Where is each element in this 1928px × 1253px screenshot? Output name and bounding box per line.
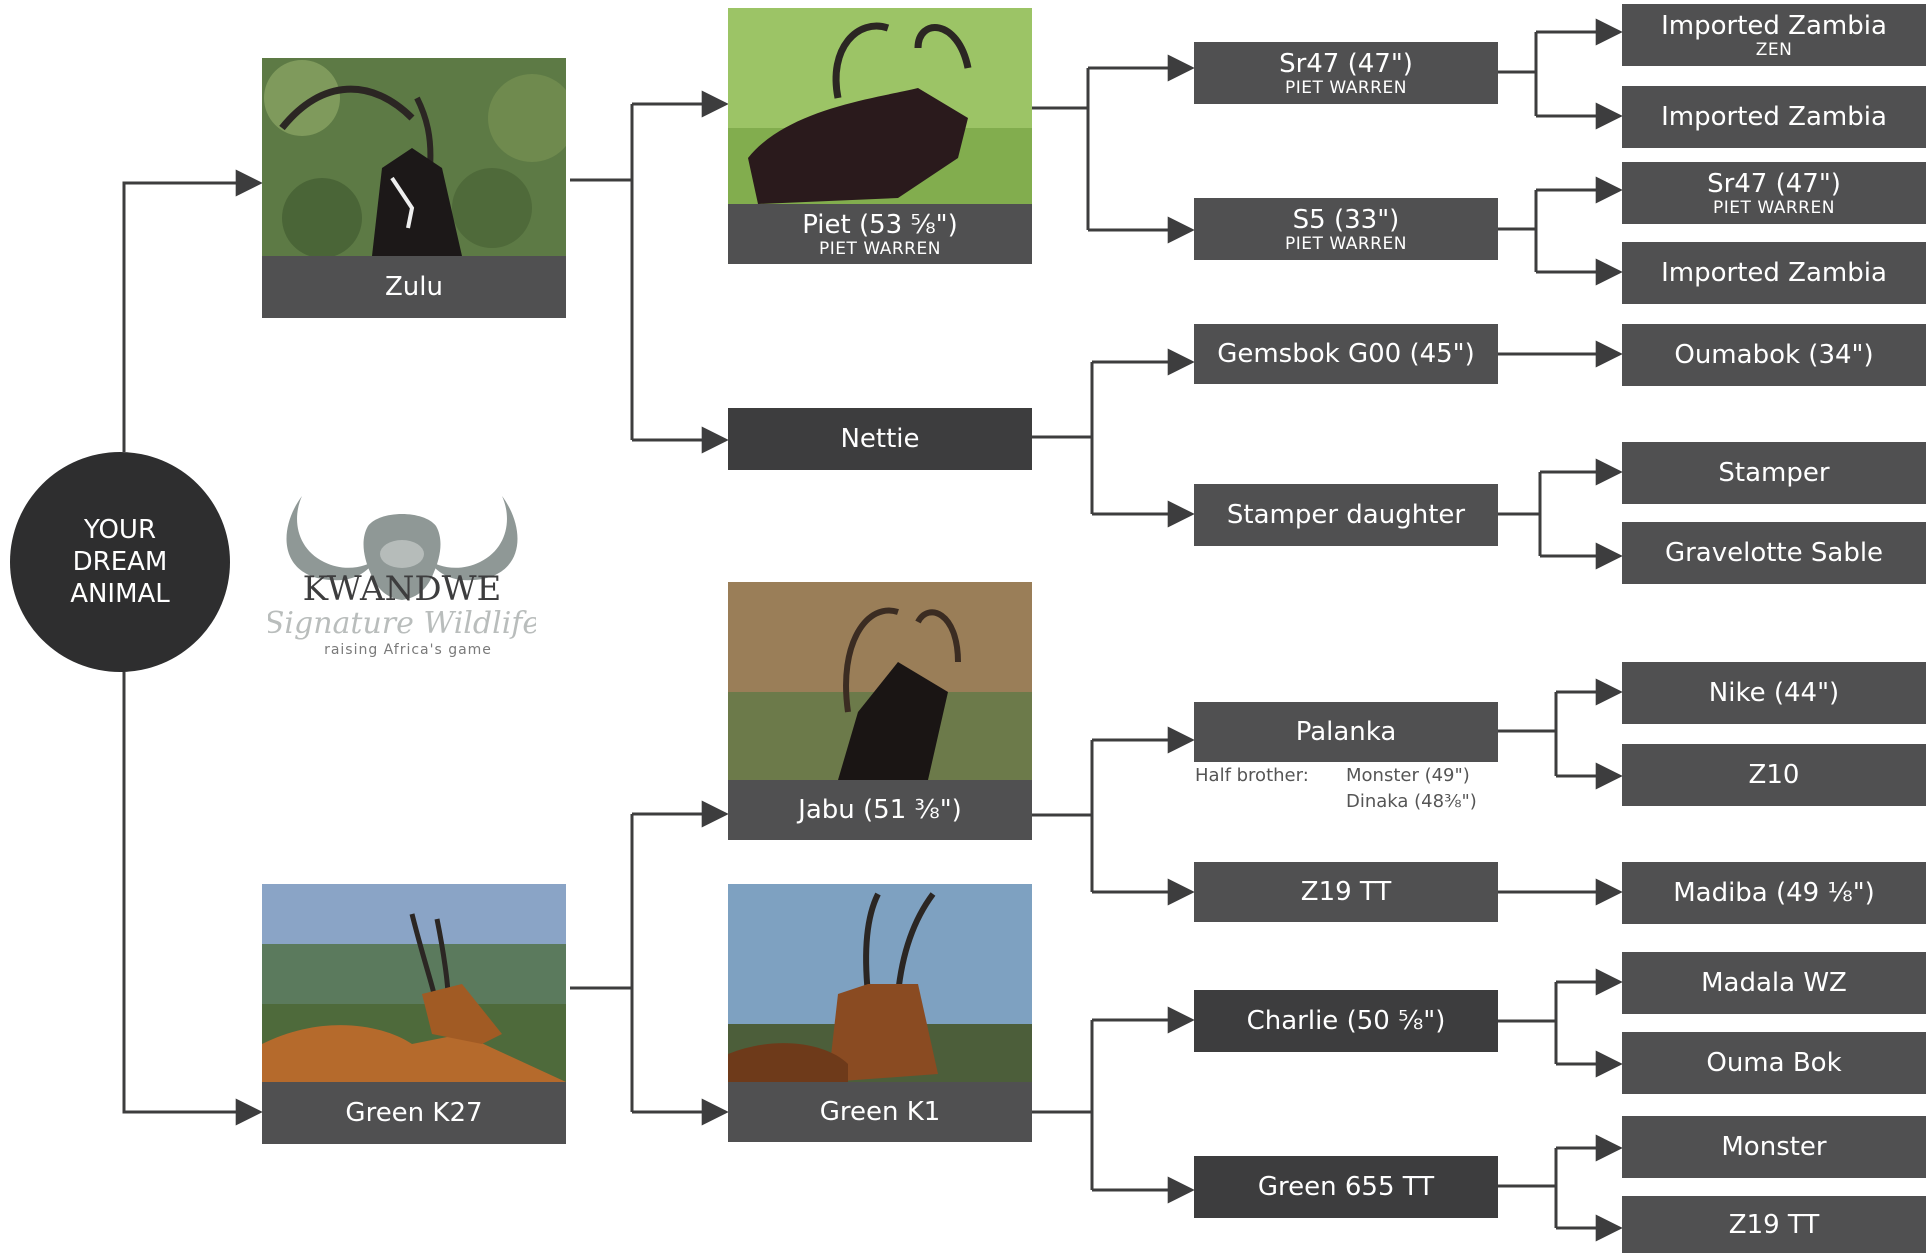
jabu-node: Jabu (51 ⅜")	[728, 780, 1032, 840]
z19-tt-node: Z19 TT	[1194, 862, 1498, 922]
palanka-half-brother-1: Monster (49")	[1346, 765, 1470, 786]
green-k27-node: Green K27	[262, 1082, 566, 1144]
oumabok-label: Oumabok (34")	[1674, 340, 1874, 370]
sr47-label: Sr47 (47")	[1279, 48, 1413, 79]
piet-label: Piet (53 ⅝")	[802, 209, 958, 240]
green-k27-photo	[262, 884, 566, 1082]
nettie-label: Nettie	[840, 424, 920, 454]
gemsbok-g00-label: Gemsbok G00 (45")	[1217, 339, 1475, 369]
z19-tt-node-b: Z19 TT	[1622, 1196, 1926, 1253]
monster-label: Monster	[1721, 1132, 1827, 1162]
charlie-label: Charlie (50 ⅝")	[1246, 1006, 1446, 1036]
monster-node: Monster	[1622, 1116, 1926, 1178]
imported-zambia-label-2: Imported Zambia	[1661, 258, 1887, 288]
jabu-label: Jabu (51 ⅜")	[798, 795, 962, 825]
jabu-photo	[728, 582, 1032, 780]
imported-zambia-zen-node: Imported Zambia ZEN	[1622, 4, 1926, 66]
green-k1-photo	[728, 884, 1032, 1082]
nike-node: Nike (44")	[1622, 662, 1926, 724]
nike-label: Nike (44")	[1708, 678, 1840, 708]
stamper-label: Stamper	[1718, 458, 1830, 488]
piet-breeder: PIET WARREN	[819, 238, 941, 259]
green-655-tt-label: Green 655 TT	[1257, 1172, 1435, 1202]
sr47-breeder-b: PIET WARREN	[1713, 197, 1835, 218]
palanka-node: Palanka	[1194, 702, 1498, 762]
palanka-half-brother-2: Dinaka (48⅜")	[1346, 791, 1477, 812]
madiba-node: Madiba (49 ⅛")	[1622, 862, 1926, 924]
palanka-label: Palanka	[1295, 717, 1397, 747]
z19-tt-label: Z19 TT	[1300, 877, 1392, 907]
stamper-daughter-label: Stamper daughter	[1226, 500, 1466, 530]
s5-breeder: PIET WARREN	[1285, 233, 1407, 254]
z19-tt-label-b: Z19 TT	[1728, 1209, 1820, 1240]
green-k27-label: Green K27	[345, 1098, 483, 1128]
imported-zambia-node-2: Imported Zambia	[1622, 242, 1926, 304]
madala-wz-label: Madala WZ	[1701, 968, 1847, 998]
stamper-node: Stamper	[1622, 442, 1926, 504]
nettie-node: Nettie	[728, 408, 1032, 470]
zulu-photo	[262, 58, 566, 256]
s5-node: S5 (33") PIET WARREN	[1194, 198, 1498, 260]
z10-node: Z10	[1622, 744, 1926, 806]
stamper-daughter-node: Stamper daughter	[1194, 484, 1498, 546]
piet-photo	[728, 8, 1032, 204]
ouma-bok-label: Ouma Bok	[1706, 1048, 1842, 1078]
zulu-label: Zulu	[385, 272, 443, 302]
logo-tagline: raising Africa's game	[324, 642, 492, 658]
sr47-label-b: Sr47 (47")	[1707, 168, 1841, 199]
z10-label: Z10	[1748, 760, 1800, 790]
madala-wz-node: Madala WZ	[1622, 952, 1926, 1014]
buffalo-logo-icon: KWANDWE Signature Wildlife raising Afric…	[264, 496, 540, 658]
root-line-1: YOUR	[83, 515, 157, 545]
piet-node: Piet (53 ⅝") PIET WARREN	[728, 204, 1032, 264]
sr47-breeder: PIET WARREN	[1285, 77, 1407, 98]
kwandwe-logo: KWANDWE Signature Wildlife raising Afric…	[264, 488, 540, 664]
imported-zambia-label-1: Imported Zambia	[1661, 102, 1887, 132]
sr47-node: Sr47 (47") PIET WARREN	[1194, 42, 1498, 104]
your-dream-animal-node: YOUR DREAM ANIMAL	[10, 452, 230, 672]
logo-name: KWANDWE	[303, 569, 502, 609]
oumabok-node: Oumabok (34")	[1622, 324, 1926, 386]
s5-label: S5 (33")	[1292, 204, 1400, 235]
imported-zambia-zen-sub: ZEN	[1755, 39, 1793, 60]
palanka-half-brother-label: Half brother:	[1195, 765, 1309, 786]
zulu-node: Zulu	[262, 256, 566, 318]
charlie-node: Charlie (50 ⅝")	[1194, 990, 1498, 1052]
logo-script: Signature Wildlife	[268, 606, 536, 641]
ouma-bok-node: Ouma Bok	[1622, 1032, 1926, 1094]
sr47-node-b: Sr47 (47") PIET WARREN	[1622, 162, 1926, 224]
imported-zambia-node-1: Imported Zambia	[1622, 86, 1926, 148]
gravelotte-sable-label: Gravelotte Sable	[1664, 538, 1884, 568]
green-655-tt-node: Green 655 TT	[1194, 1156, 1498, 1218]
gravelotte-sable-node: Gravelotte Sable	[1622, 522, 1926, 584]
green-k1-label: Green K1	[819, 1097, 941, 1127]
gemsbok-g00-node: Gemsbok G00 (45")	[1194, 324, 1498, 384]
imported-zambia-zen-label: Imported Zambia	[1661, 10, 1887, 41]
root-line-3: ANIMAL	[70, 579, 170, 609]
root-line-2: DREAM	[72, 547, 168, 577]
madiba-label: Madiba (49 ⅛")	[1673, 878, 1875, 908]
green-k1-node: Green K1	[728, 1082, 1032, 1142]
